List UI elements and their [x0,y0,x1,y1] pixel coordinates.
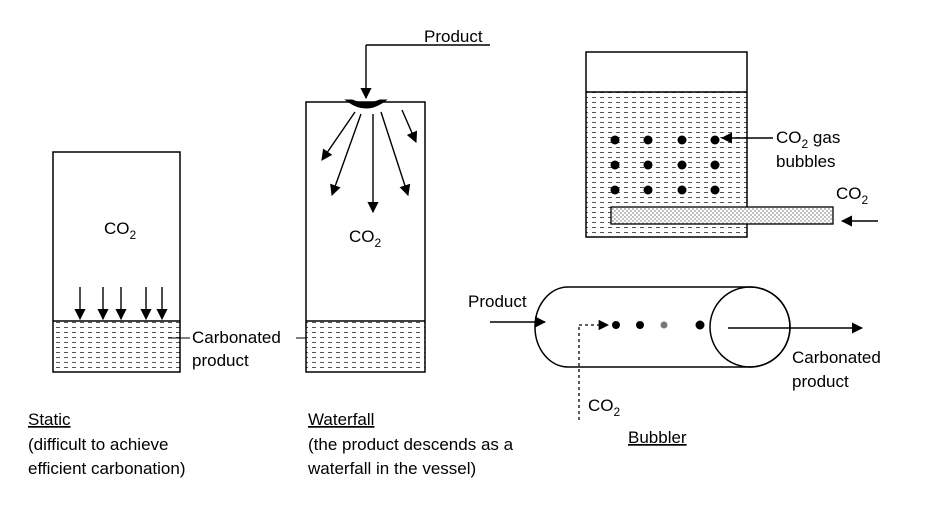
static-vessel: CO2 [52,151,181,373]
bubbler-out-label-line1: Carbonated [792,348,881,367]
bubbler-title: Bubbler [628,428,687,447]
bubbler-product-label: Product [468,292,527,311]
waterfall-product-label: Product [424,27,483,46]
waterfall-desc-line1: (the product descends as a [308,435,514,454]
carbonated-product-callout: Carbonated product [168,328,318,370]
sparger-pipe [610,206,834,225]
static-title: Static [28,410,71,429]
static-desc-line1: (difficult to achieve [28,435,168,454]
carbonated-label-line1: Carbonated [192,328,281,347]
static-gas-label: CO2 [104,219,137,242]
bubbler-gas-label: CO2 [588,396,621,419]
static-desc-line2: efficient carbonation) [28,459,186,478]
bubbler-out-label-line2: product [792,372,849,391]
sparger-bubbles [610,135,720,195]
bubbler-cylinder [490,286,864,420]
waterfall-gas-label: CO2 [349,227,382,250]
sparger-tank [585,51,878,238]
sparger-inlet-label: CO2 [836,184,869,207]
waterfall-title: Waterfall [308,410,374,429]
sparger-bubbles-label-line1: CO2 gas [776,128,840,151]
static-down-arrows [74,287,168,321]
waterfall-spray-arrows [321,109,418,214]
bubbler-bubbles [612,320,705,330]
sparger-bubbles-label-line2: bubbles [776,152,836,171]
carbonated-label-line2: product [192,351,249,370]
waterfall-vessel: CO2 [305,44,490,373]
waterfall-desc-line2: waterfall in the vessel) [307,459,476,478]
